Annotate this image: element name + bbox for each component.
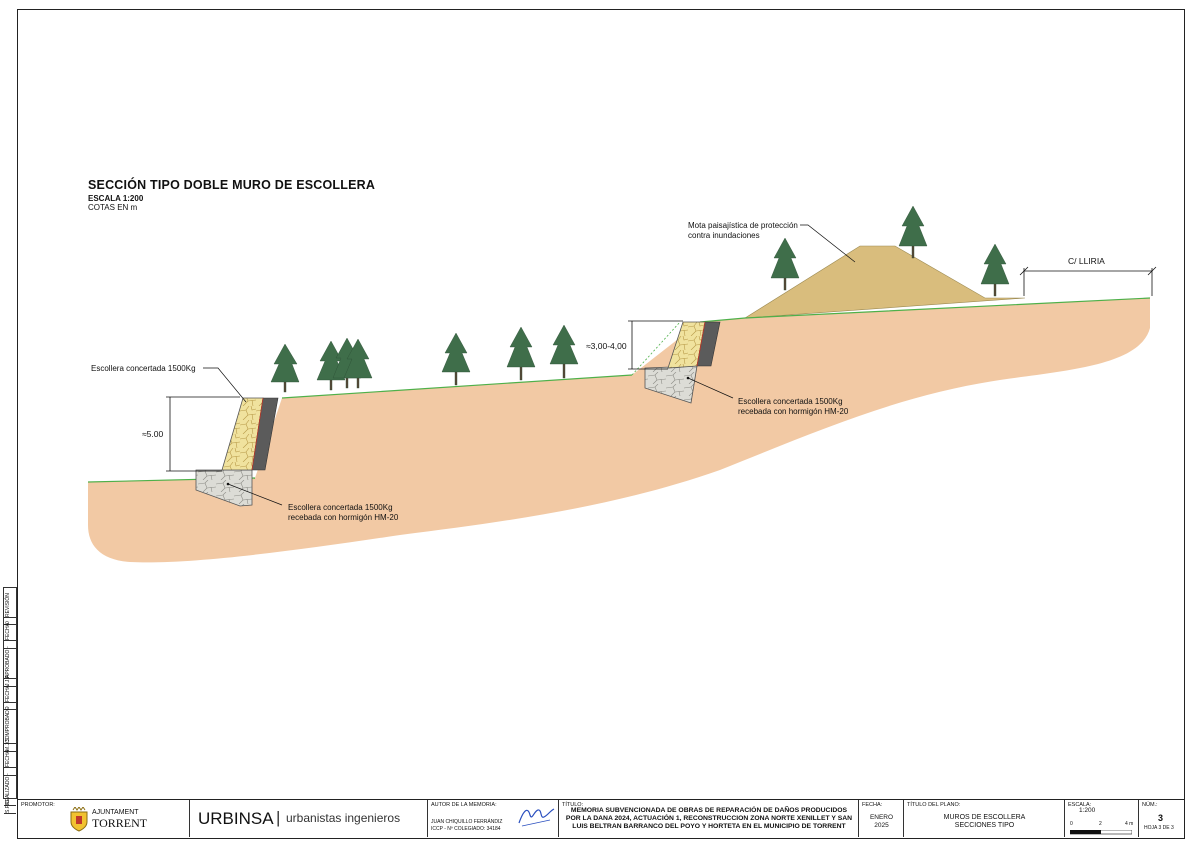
dimension-left xyxy=(166,396,240,472)
tree-icon xyxy=(898,205,928,259)
revision-cell: S.P.C. xyxy=(4,799,16,814)
date-caption: FECHA: xyxy=(862,802,883,808)
tree-icon xyxy=(549,324,579,379)
dim-left-height: ≈5.00 xyxy=(142,429,164,439)
scale-caption: ESCALA: xyxy=(1068,802,1092,808)
revision-text: M.J.S. xyxy=(5,736,11,751)
plan-title-cell: TÍTULO DEL PLANO: MUROS DE ESCOLLERA SEC… xyxy=(904,800,1065,837)
revision-text: FECHA xyxy=(5,623,11,640)
tree-icon xyxy=(770,237,800,291)
title-block: PROMOTOR: AJUNTAMENT TORRENT URBINSA | u… xyxy=(17,799,1185,839)
scale-tick-2: 2 xyxy=(1099,821,1102,827)
title-caption: TÍTULO: xyxy=(562,802,584,808)
scale-tick-4: 4 m xyxy=(1125,821,1134,827)
mota-mound xyxy=(744,245,1026,319)
author-caption: AUTOR DE LA MEMORIA: xyxy=(431,802,497,808)
revision-cell: REALIZADO xyxy=(4,776,16,806)
project-title-line1: MEMORIA SUBVENCIONADA DE OBRAS DE REPARA… xyxy=(570,807,848,814)
label-mota-1: Mota paisajística de protección xyxy=(688,221,798,230)
plan-number: 3 xyxy=(1158,813,1164,823)
revision-cell: APROBADO xyxy=(4,649,16,679)
revision-text: S.P.C. xyxy=(5,799,11,813)
torrent-logo xyxy=(70,807,88,832)
project-title: MEMORIA SUBVENCIONADA DE OBRAS DE REPARA… xyxy=(559,807,859,831)
author-cell: AUTOR DE LA MEMORIA: JUAN CHIQUILLO FERR… xyxy=(428,800,559,837)
revision-text: - xyxy=(5,646,11,648)
revision-cell: FECHA xyxy=(4,750,16,768)
revision-cell: 0 xyxy=(4,618,16,625)
project-title-cell: TÍTULO: MEMORIA SUBVENCIONADA DE OBRAS D… xyxy=(559,800,859,837)
date-year: 2025 xyxy=(874,821,889,829)
author-line1: JUAN CHIQUILLO FERRÁNDIZ xyxy=(431,819,503,825)
revision-cell: COMPROBADO xyxy=(4,706,16,744)
number-cell: NÚM.: 3 HOJA 3 DE 3 xyxy=(1139,800,1183,837)
plan-caption: TÍTULO DEL PLANO: xyxy=(907,802,961,808)
label-right-base-2: recebada con hormigón HM-20 xyxy=(738,407,849,416)
date-cell: FECHA: ENERO 2025 xyxy=(859,800,904,837)
tree-icon xyxy=(343,338,373,389)
plan-title-line1: MUROS DE ESCOLLERA xyxy=(943,814,1026,821)
revision-cell: FECHA xyxy=(4,685,16,703)
project-title-line3: LUIS BELTRAN BARRANCO DEL POYO Y HORTETA… xyxy=(572,823,846,831)
revision-cell: M.J.S. xyxy=(4,737,16,752)
label-mota-2: contra inundaciones xyxy=(688,231,760,240)
label-left-base-1: Escollera concertada 1500Kg xyxy=(288,503,393,512)
tree-icon xyxy=(270,343,300,393)
promotor-line1: AJUNTAMENT xyxy=(92,809,139,816)
dimension-right xyxy=(628,320,683,370)
grass-line xyxy=(281,374,633,399)
promotor-caption: PROMOTOR: xyxy=(21,802,55,808)
revision-text: FECHA xyxy=(5,750,11,767)
company-sub: urbanistas ingenieros xyxy=(286,811,401,825)
tree-icon xyxy=(506,326,536,381)
author-line2: ICCP - Nº COLEGIADO: 34184 xyxy=(431,826,501,832)
leader-lines xyxy=(203,224,856,506)
project-title-line2: POR LA DANA 2024, ACTUACIÓN 1, RECONSTRU… xyxy=(565,815,853,823)
number-caption: NÚM.: xyxy=(1142,802,1158,808)
tree-icon xyxy=(441,332,471,386)
section-units: COTAS EN m xyxy=(88,203,138,212)
promotor-cell: PROMOTOR: AJUNTAMENT TORRENT xyxy=(18,800,190,837)
signature-mark xyxy=(518,808,555,827)
label-left-wall: Escollera concertada 1500Kg xyxy=(91,364,196,373)
revision-cell: FECHA xyxy=(4,623,16,641)
dim-right-height: ≈3,00-4,00 xyxy=(586,341,627,351)
plan-title-line2: SECCIONES TIPO xyxy=(954,822,1015,830)
revision-text: REVISIÓN xyxy=(5,593,11,617)
date-month: ENERO xyxy=(869,814,894,821)
tree-icon xyxy=(980,243,1010,297)
company-separator: | xyxy=(276,808,281,827)
label-right-base-1: Escollera concertada 1500Kg xyxy=(738,397,843,406)
scale-tick-0: 0 xyxy=(1070,821,1073,827)
dimension-street xyxy=(1019,266,1157,296)
revision-text: - xyxy=(5,773,11,775)
promotor-line2: TORRENT xyxy=(92,816,148,830)
scale-cell: ESCALA: 1:200 0 2 4 m xyxy=(1065,800,1139,837)
label-left-base-2: recebada con hormigón HM-20 xyxy=(288,513,399,522)
scale-value: 1:200 xyxy=(1079,807,1096,814)
revision-cell: - xyxy=(4,641,16,649)
plan-title: MUROS DE ESCOLLERA SECCIONES TIPO xyxy=(904,814,1065,831)
company-cell: URBINSA | urbanistas ingenieros xyxy=(190,800,428,837)
scale-bar xyxy=(1070,830,1132,835)
revision-text: FECHA xyxy=(5,685,11,702)
label-street: C/ LLIRIA xyxy=(1068,256,1105,266)
revision-cell: - xyxy=(4,703,16,710)
date-value: ENERO 2025 xyxy=(859,814,904,830)
tree-group xyxy=(270,205,1010,393)
revision-cell: - xyxy=(4,768,16,776)
section-title: SECCIÓN TIPO DOBLE MURO DE ESCOLLERA xyxy=(88,178,376,192)
company-brand: URBINSA xyxy=(198,809,274,828)
grass-line xyxy=(699,297,1151,323)
soil-body xyxy=(88,298,1150,563)
revision-cell: REVISIÓN xyxy=(4,588,16,618)
section-scale: ESCALA 1:200 xyxy=(88,194,144,203)
sheet-count: HOJA 3 DE 3 xyxy=(1144,825,1174,831)
revision-cell: J.J.F. xyxy=(4,674,16,687)
